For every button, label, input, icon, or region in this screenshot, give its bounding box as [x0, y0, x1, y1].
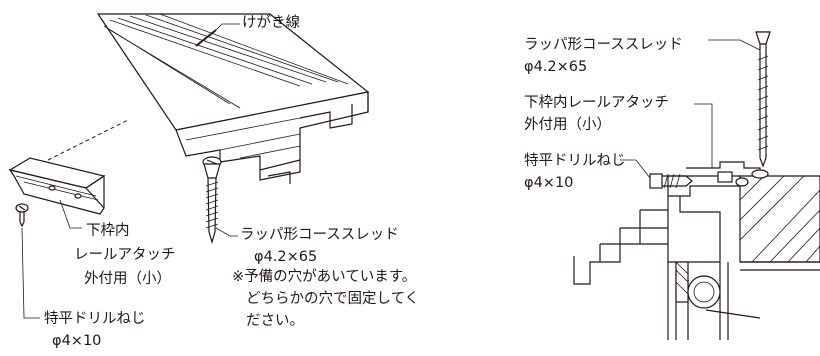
attachment-leader-right: [694, 103, 713, 168]
attachment-label-line-2: レールアタッチ: [74, 247, 176, 263]
coarse-screw-name-right: ラッパ形コーススレッド: [524, 37, 683, 53]
note-line-2: どちらかの穴で固定してく: [246, 291, 420, 307]
attachment-label-right-line-2: 外付用（小）: [524, 117, 611, 133]
attachment-label-right-line-1: 下枠内レールアタッチ: [524, 95, 669, 111]
wall-section: [739, 175, 820, 271]
window-frame-section: [573, 175, 761, 340]
alignment-line: [47, 119, 129, 161]
drill-screw-size-left: φ4×10: [52, 333, 102, 349]
drill-screw-left: [15, 203, 40, 319]
lower-frame-rail: [96, 13, 370, 184]
coarse-screw-size-right: φ4.2×65: [524, 59, 588, 75]
drill-screw-name-left: 特平ドリルねじ: [44, 311, 146, 327]
coarse-screw-size-left: φ4.2×65: [254, 249, 318, 265]
rail-attachment-left: [8, 157, 106, 229]
attachment-label-line-1: 下枠内: [86, 223, 130, 239]
note-line-1: ※予備の穴があいています。: [232, 269, 417, 285]
drill-screw-right: [620, 159, 693, 189]
marking-line-label: けがき線: [242, 15, 300, 31]
attachment-label-line-3: 外付用（小）: [84, 271, 171, 287]
marking-line-mark: [195, 23, 240, 47]
coarse-thread-screw-left: [202, 156, 238, 245]
rail-attachment-right: [686, 161, 769, 187]
coarse-screw-name-left: ラッパ形コーススレッド: [240, 227, 399, 243]
note-line-3: ださい。: [246, 313, 304, 329]
drill-screw-name-right: 特平ドリルねじ: [524, 153, 626, 169]
coarse-thread-screw-right: [708, 31, 771, 168]
drill-screw-size-right: φ4×10: [524, 175, 574, 191]
